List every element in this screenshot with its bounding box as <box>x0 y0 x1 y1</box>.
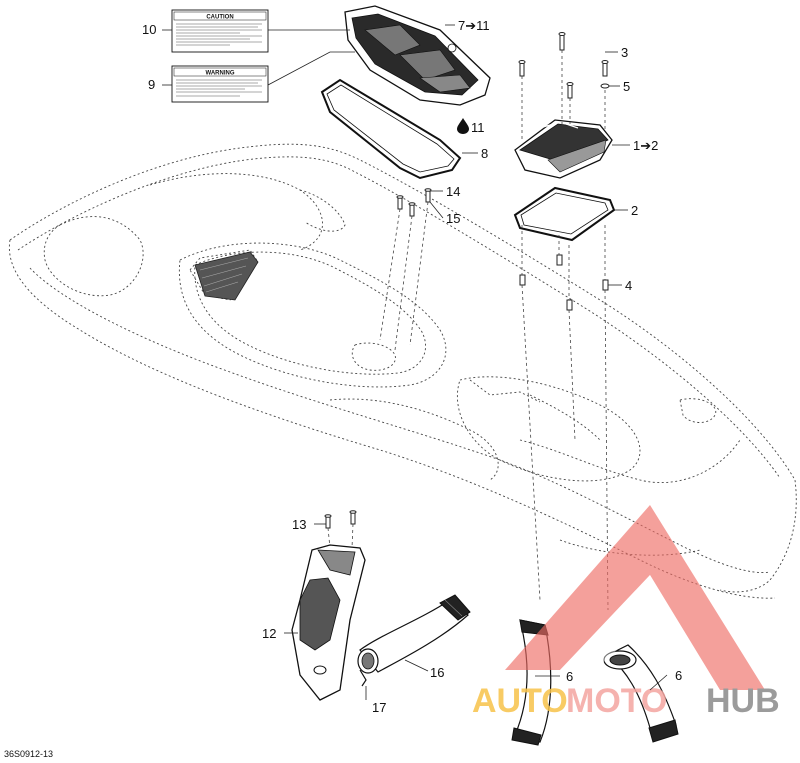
caution-label: CAUTION <box>171 9 269 53</box>
hull-outline <box>8 143 797 599</box>
vent-duct <box>291 544 366 701</box>
cover-gasket <box>320 78 462 180</box>
storage-cover <box>344 5 491 106</box>
callout-7-11: 7➔11 <box>458 18 490 33</box>
deck-grille <box>194 251 259 301</box>
vent-gasket <box>513 186 616 242</box>
callout-8: 8 <box>481 146 488 161</box>
callout-6-left: 6 <box>566 669 573 684</box>
drawing-code: 36S0912-13 <box>4 749 53 759</box>
watermark-hub: HUB <box>706 682 780 720</box>
lubricant-drop-icon <box>457 118 469 134</box>
warning-label: WARNING <box>171 65 269 103</box>
callout-2: 2 <box>631 203 638 218</box>
hose-16 <box>357 594 471 674</box>
callout-4: 4 <box>625 278 632 293</box>
callout-1-2: 1➔2 <box>633 138 658 153</box>
watermark-moto: MOTO <box>566 682 667 720</box>
watermark: AUTO MOTO HUB <box>472 505 780 720</box>
watermark-auto: AUTO <box>472 682 568 720</box>
leader-lines <box>162 24 668 700</box>
callout-14: 14 <box>446 184 460 199</box>
caution-label-title: CAUTION <box>206 15 233 21</box>
callout-3: 3 <box>621 45 628 60</box>
callout-16: 16 <box>430 665 444 680</box>
callout-17: 17 <box>372 700 386 715</box>
bolts <box>324 32 610 687</box>
callout-9: 9 <box>148 77 155 92</box>
vent-cover <box>514 119 613 179</box>
callout-6-right: 6 <box>675 668 682 683</box>
callout-11: 11 <box>471 120 485 135</box>
callout-13: 13 <box>292 517 306 532</box>
hose-6-right <box>603 644 679 743</box>
callout-12: 12 <box>262 626 276 641</box>
callouts: 10 9 7➔11 11 8 3 5 1➔2 2 4 14 15 13 12 1… <box>142 18 682 715</box>
callout-15: 15 <box>446 211 460 226</box>
warning-label-title: WARNING <box>206 71 235 77</box>
callout-10: 10 <box>142 22 156 37</box>
callout-5: 5 <box>623 79 630 94</box>
